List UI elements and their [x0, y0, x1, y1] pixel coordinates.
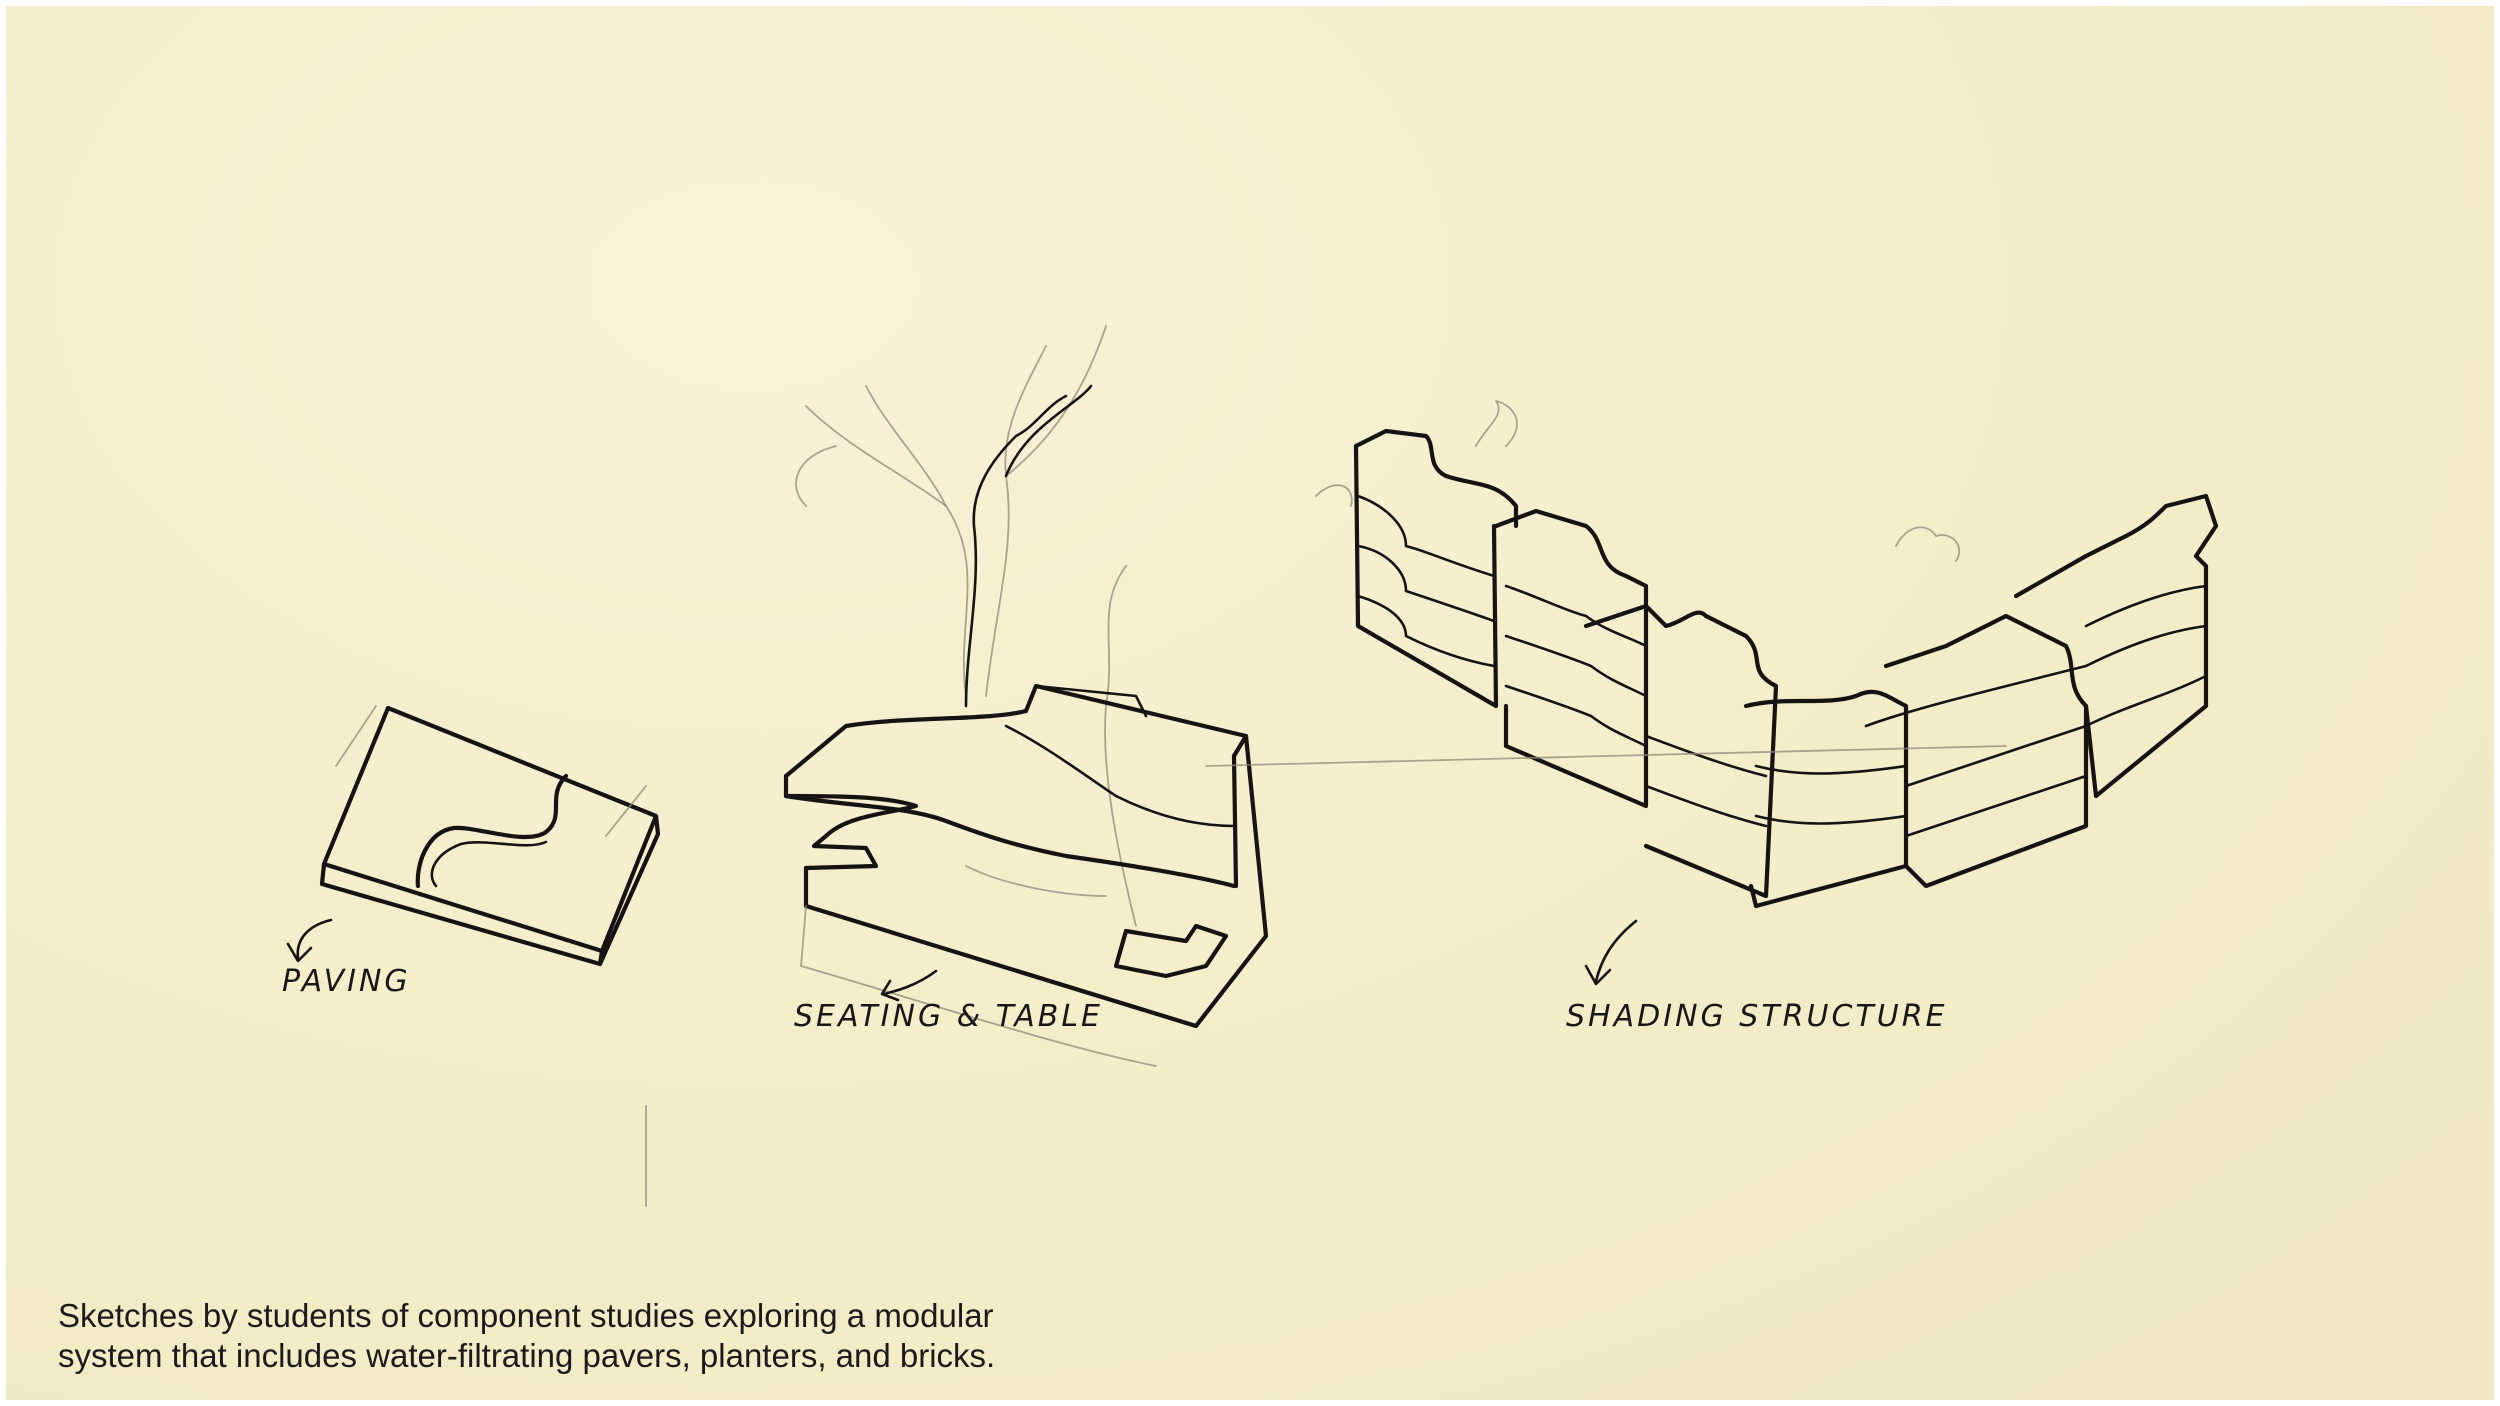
shading-arrow-icon	[1584, 919, 1638, 986]
caption-line-1: Sketches by students of component studie…	[58, 1297, 994, 1334]
caption-line-2: system that includes water-filtrating pa…	[58, 1337, 996, 1374]
seating-label: SEATING & TABLE	[794, 999, 1103, 1034]
tracing-paper-sheet: PAVING SEATING &	[6, 6, 2494, 1400]
seating-sketch	[783, 325, 1269, 1067]
sketch-canvas: PAVING SEATING &	[282, 325, 2219, 1207]
figure-caption: Sketches by students of component studie…	[58, 1296, 1258, 1376]
shading-sketch	[1315, 400, 2219, 909]
paving-sketch	[319, 705, 661, 967]
shading-label: SHADING STRUCTURE	[1566, 999, 1948, 1034]
seating-arrow-icon	[880, 969, 938, 1002]
paving-label: PAVING	[282, 964, 411, 999]
paving-arrow-icon	[286, 918, 333, 963]
pencil-guides	[645, 745, 2007, 1207]
